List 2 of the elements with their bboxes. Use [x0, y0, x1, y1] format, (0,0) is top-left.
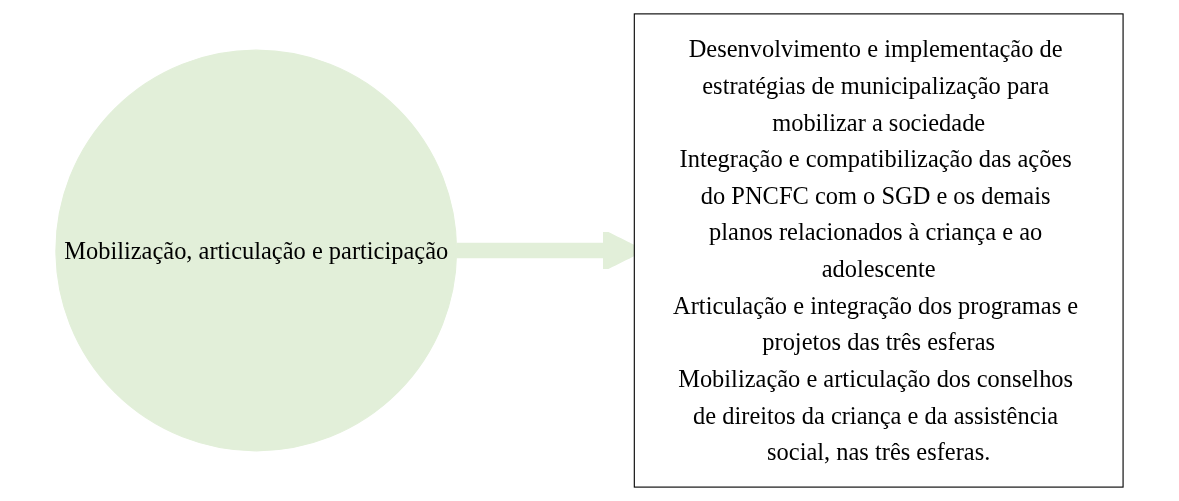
node-circle: Mobilização, articulação e participação — [55, 49, 458, 452]
node-box: Desenvolvimento e implementação de estratégias de municipalização para mobilizar a sociedade Integração e compatibilização das ações do PNCFC com o SGD e os demais planos relacionados à criança e ao adolescente Articulação e integração dos programas e projetos das três esferas Mobilização e articulação dos conselhos de direitos da criança e da assistência social, nas três esferas. — [633, 13, 1124, 488]
